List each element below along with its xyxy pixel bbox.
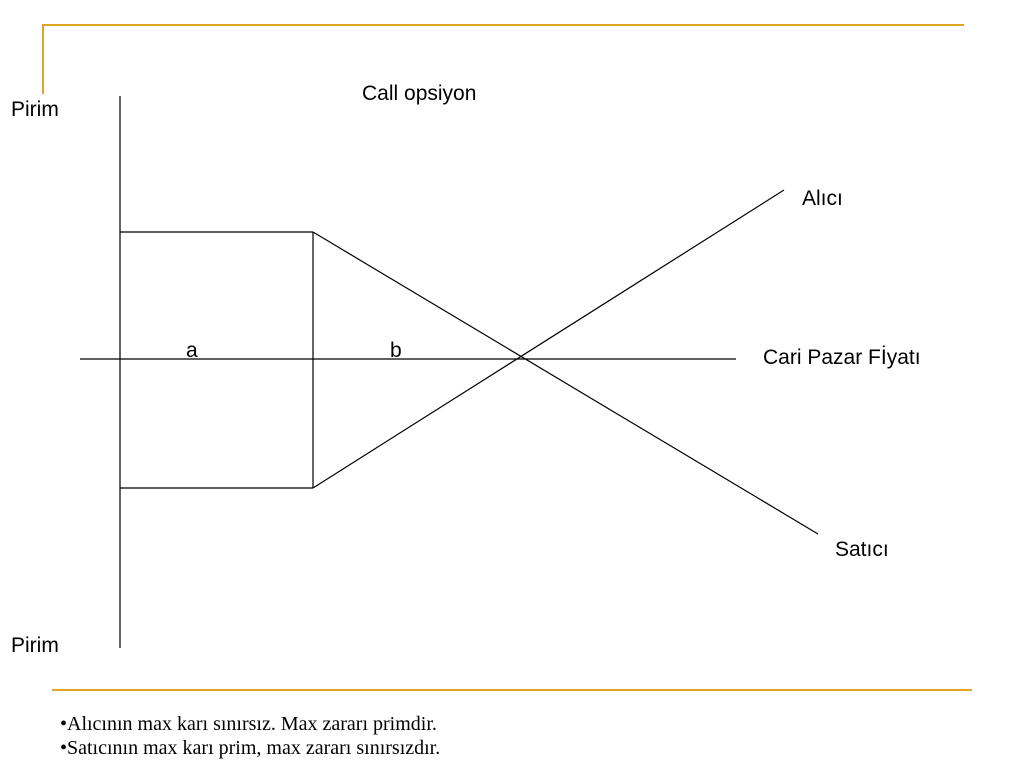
top-accent-line [42,24,964,26]
seller-payoff-line [312,231,819,535]
left-accent-line [42,24,44,94]
region-b-label: b [390,339,402,362]
y-axis-bottom-label: Pirim [11,634,59,657]
notes-list: •Alıcının max karı sınırsız. Max zararı … [60,712,440,760]
bottom-accent-line [52,689,972,691]
seller-line-label: Satıcı [835,538,889,561]
note-buyer: •Alıcının max karı sınırsız. Max zararı … [60,713,437,735]
x-axis-label: Cari Pazar Fİyatı [763,346,921,369]
buyer-line-label: Alıcı [802,187,843,210]
buyer-payoff-line [312,189,785,489]
note-seller: •Satıcının max karı prim, max zararı sın… [60,737,441,759]
region-a-label: a [186,339,198,362]
y-axis-top-label: Pirim [11,98,59,121]
diagram-title: Call opsiyon [362,82,477,105]
